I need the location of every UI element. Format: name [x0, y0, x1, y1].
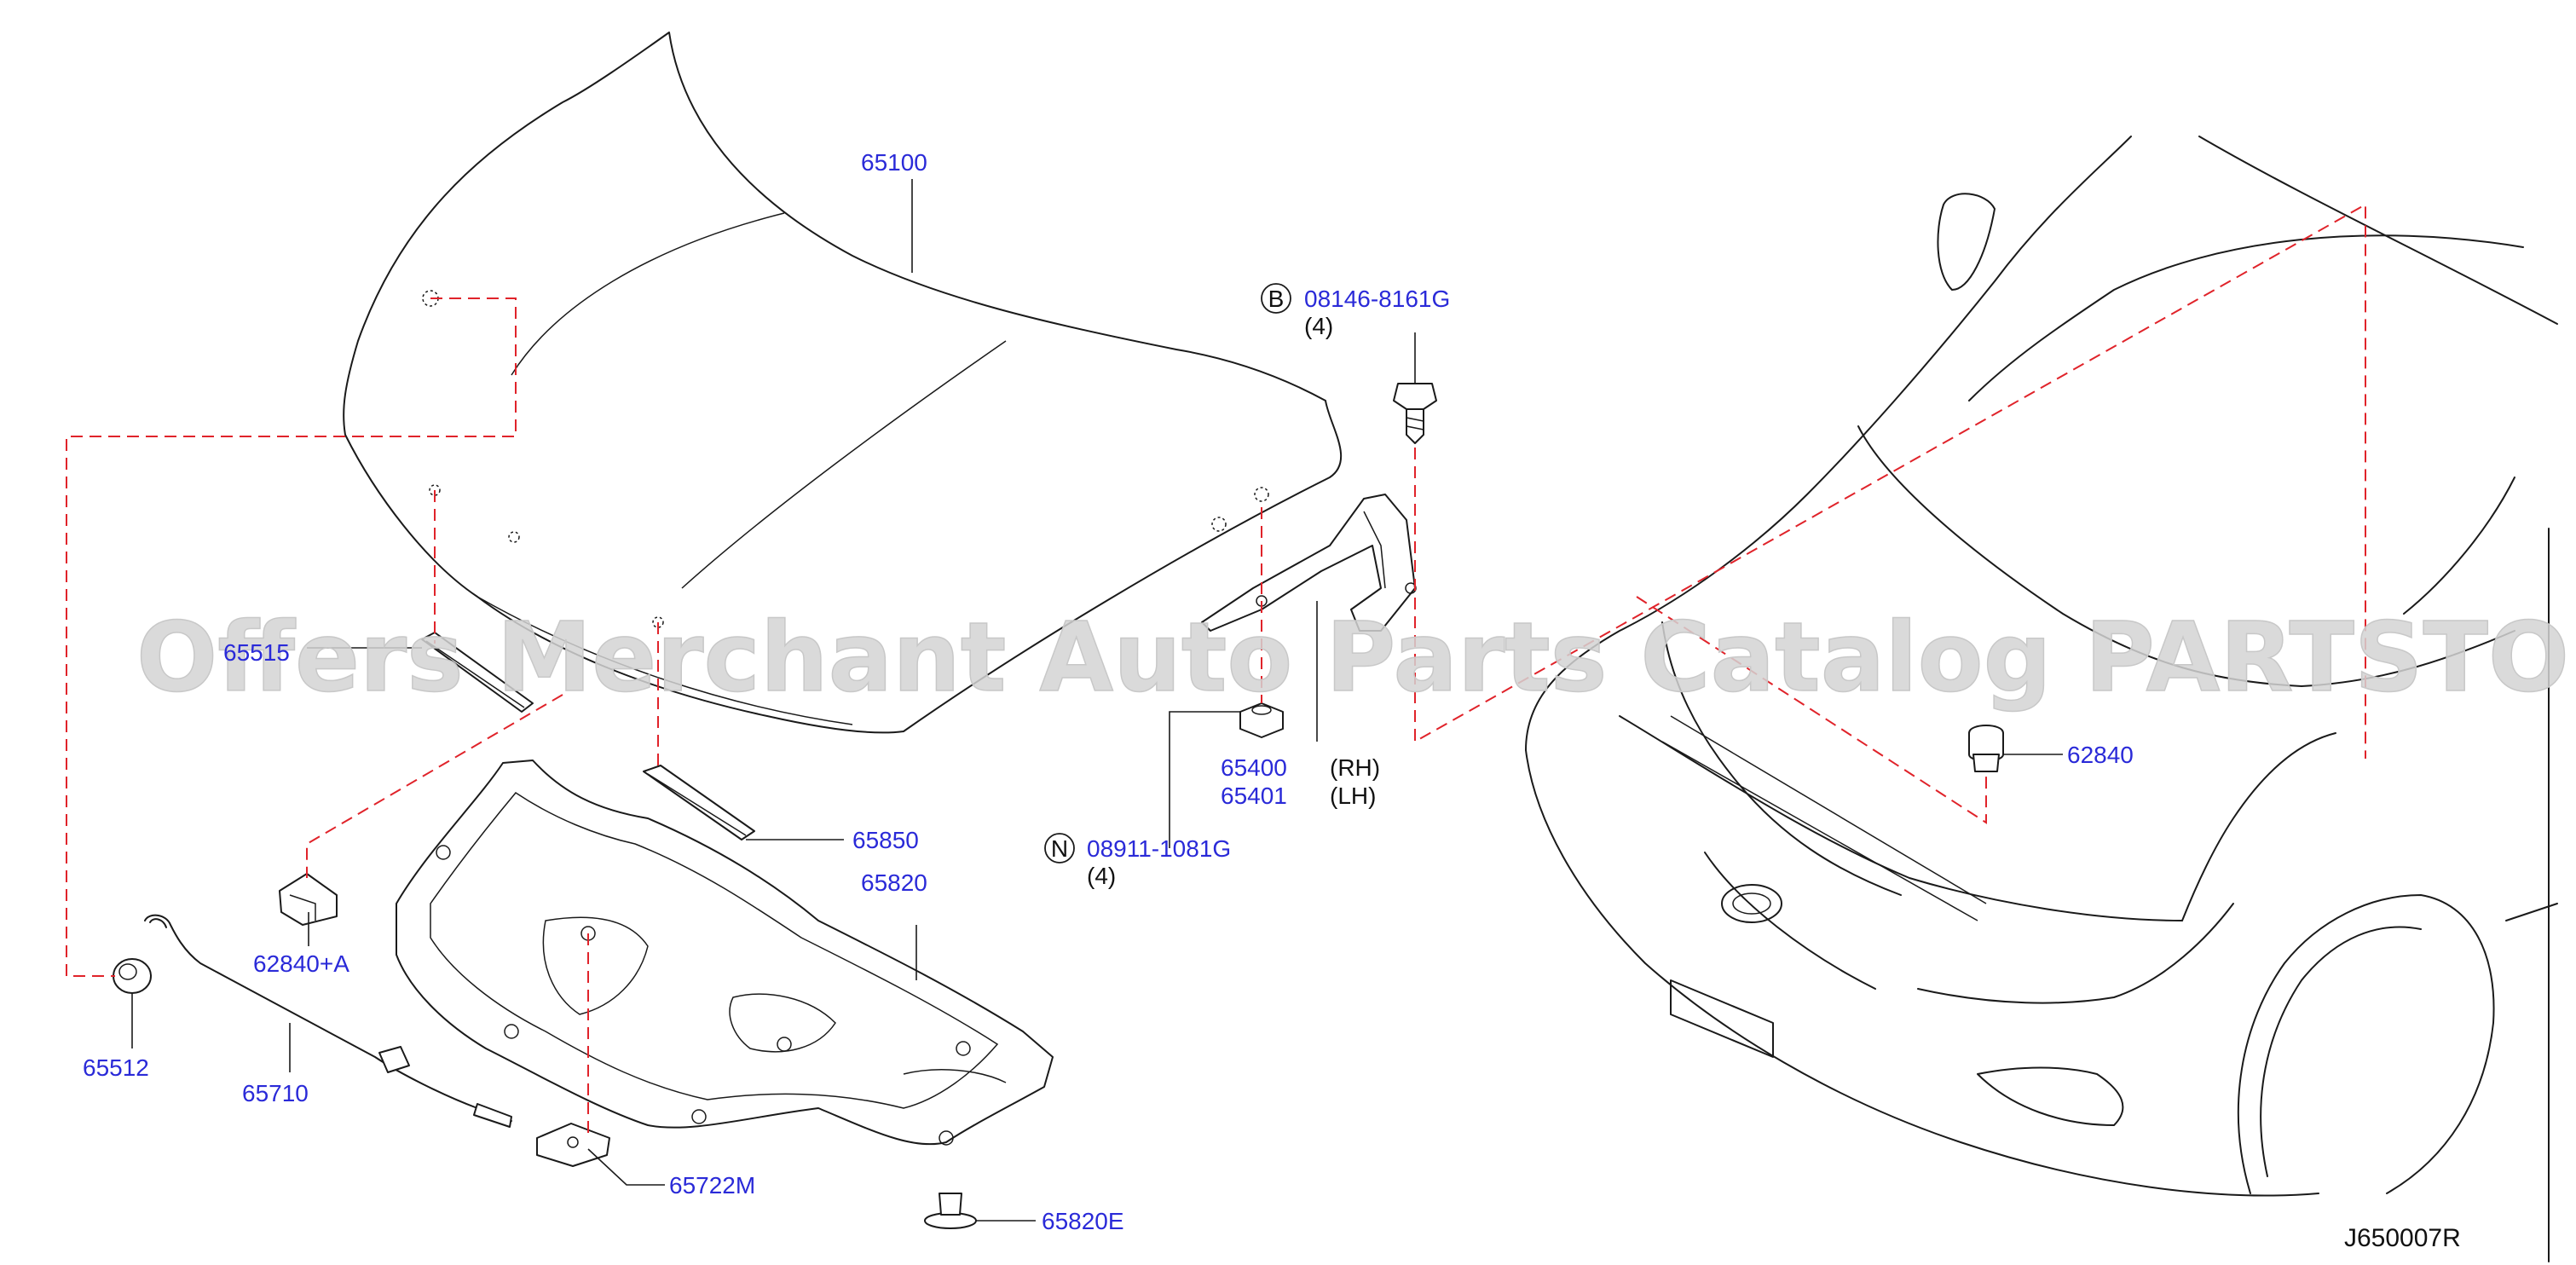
- watermark-text: Offers Merchant Auto Parts Catalog PARTS…: [136, 603, 2576, 713]
- leader-lines: [131, 179, 2063, 1222]
- label-hood-stopper[interactable]: 62840: [2067, 742, 2134, 768]
- bolt-part[interactable]: [1393, 383, 1437, 444]
- label-nut-qty: (4): [1087, 863, 1116, 889]
- label-clip[interactable]: 65820E: [1042, 1208, 1124, 1234]
- nut-symbol: N: [1051, 835, 1068, 862]
- part-labels: 65100 65515 08146-8161G (4) 65400 65401 …: [83, 149, 2461, 1252]
- vehicle-front-illustration: [1525, 136, 2558, 1262]
- label-hood[interactable]: 65100: [861, 149, 927, 176]
- clip-part[interactable]: [924, 1193, 977, 1229]
- label-hood-rod[interactable]: 65710: [242, 1080, 309, 1106]
- seal-rubber-part[interactable]: [643, 765, 755, 840]
- label-bolt-qty: (4): [1304, 313, 1333, 339]
- label-bolt[interactable]: 08146-8161G: [1304, 286, 1450, 312]
- hood-insulator-part[interactable]: [396, 760, 1054, 1146]
- bolt-symbol: B: [1268, 286, 1285, 312]
- rubber-bumper-part[interactable]: [113, 958, 152, 994]
- label-bumper-a[interactable]: 62840+A: [253, 950, 349, 977]
- label-lh: (LH): [1330, 783, 1376, 809]
- label-hinge-rh[interactable]: 65400: [1221, 754, 1287, 781]
- nut-symbol-badge: N: [1044, 833, 1075, 864]
- diagram-code: J650007R: [2344, 1224, 2461, 1252]
- label-nut[interactable]: 08911-1081G: [1087, 835, 1231, 862]
- hood-rod-part[interactable]: [144, 914, 512, 1128]
- rod-holder-part[interactable]: [536, 1123, 610, 1167]
- hood-seal-part[interactable]: [421, 632, 534, 713]
- hood-panel[interactable]: [343, 32, 1343, 734]
- label-rh: (RH): [1330, 754, 1380, 781]
- label-rubber-bumper[interactable]: 65512: [83, 1054, 149, 1081]
- label-hood-seal[interactable]: 65515: [223, 639, 290, 666]
- label-insulator[interactable]: 65820: [861, 869, 927, 896]
- hood-stopper-part[interactable]: [1968, 725, 2004, 772]
- label-seal-rubber[interactable]: 65850: [852, 827, 919, 853]
- connector-dashes: [66, 203, 2366, 1134]
- bolt-symbol-badge: B: [1261, 283, 1291, 314]
- hood-hinge-part[interactable]: [1201, 494, 1417, 632]
- label-hinge-lh[interactable]: 65401: [1221, 783, 1287, 809]
- label-rod-holder[interactable]: 65722M: [669, 1172, 755, 1199]
